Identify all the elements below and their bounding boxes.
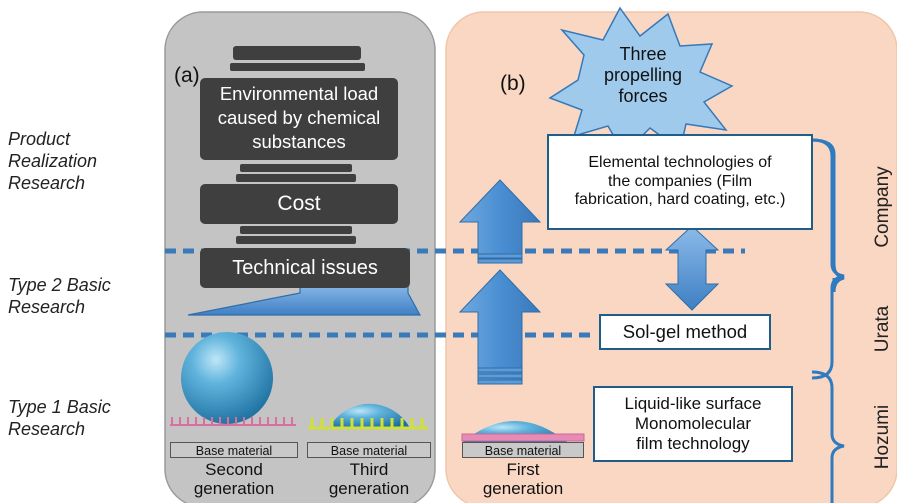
label-type2-basic-research: Type 2 Basic Research xyxy=(8,275,111,317)
panel-b-label: (b) xyxy=(500,72,526,95)
droplet-third-gen xyxy=(329,403,410,428)
double-arrow xyxy=(664,225,720,311)
label-hozumi: Hozumi xyxy=(872,404,893,470)
label-product-realization-research: Product Realization Research xyxy=(8,129,98,193)
elemental-technologies-box: Elemental technologies of the companies … xyxy=(547,134,813,230)
cost-bar: Cost xyxy=(200,184,398,224)
panel-a-label: (a) xyxy=(174,64,200,87)
third-generation-label: Third generation xyxy=(328,460,410,498)
sol-gel-method-box: Sol-gel method xyxy=(599,314,771,350)
tower xyxy=(230,46,365,244)
brackets xyxy=(811,138,845,503)
technical-issues-bar: Technical issues xyxy=(200,248,410,288)
star-shape xyxy=(548,6,734,156)
first-generation-label: First generation xyxy=(482,460,564,498)
liquid-like-surface-box: Liquid-like surface Monomolecular film t… xyxy=(593,386,793,462)
base-material-second-gen: Base material xyxy=(170,442,298,458)
label-urata: Urata xyxy=(872,305,893,353)
three-propelling-forces-text: Three propelling forces xyxy=(603,44,683,106)
label-company: Company xyxy=(872,166,893,248)
base-material-third-gen: Base material xyxy=(307,442,431,458)
up-arrow-upper xyxy=(458,179,542,263)
second-generation-label: Second generation xyxy=(193,460,275,498)
label-type1-basic-research: Type 1 Basic Research xyxy=(8,397,111,439)
environmental-load-bar: Environmental load caused by chemical su… xyxy=(200,78,398,160)
sphere-second-gen xyxy=(181,332,273,424)
up-arrow-lower xyxy=(458,269,542,383)
base-material-first-gen: Base material xyxy=(462,442,584,458)
